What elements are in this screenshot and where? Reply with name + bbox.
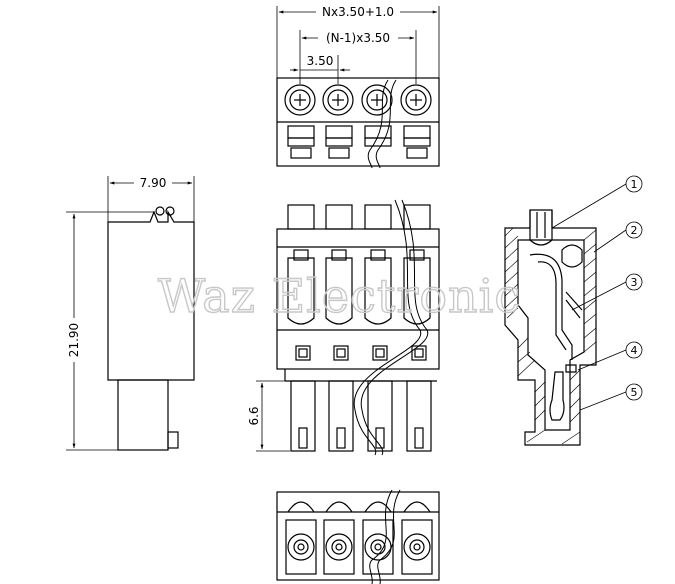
dim-pitch-span: (N-1)x3.50 [326, 31, 390, 45]
top-wire-entries [287, 125, 431, 159]
callout-4: 4 [631, 344, 638, 357]
pin-height-dimension [256, 380, 290, 452]
dim-pin-height: 6.6 [247, 406, 261, 425]
callouts [551, 175, 643, 411]
callout-2: 2 [631, 224, 638, 237]
side-view [107, 206, 195, 451]
dim-total-height: 21.90 [67, 323, 81, 357]
side-dimensions [66, 176, 195, 451]
callout-1: 1 [631, 178, 638, 191]
callout-5: 5 [631, 386, 638, 399]
top-screw-circles [284, 84, 432, 116]
bottom-screws [285, 519, 433, 575]
front-pins [284, 369, 437, 452]
front-windows [295, 345, 427, 361]
top-view [276, 77, 440, 169]
front-view [276, 199, 440, 456]
dim-side-depth: 7.90 [140, 176, 167, 190]
section-hatch [504, 227, 597, 445]
section-view [504, 209, 597, 446]
front-slots [287, 249, 431, 325]
bottom-view [276, 489, 440, 584]
watermark-text: Waz Electronic [158, 269, 521, 323]
dim-total-width: Nx3.50+1.0 [322, 5, 394, 19]
callout-3: 3 [631, 276, 638, 289]
dim-pitch: 3.50 [307, 54, 334, 68]
